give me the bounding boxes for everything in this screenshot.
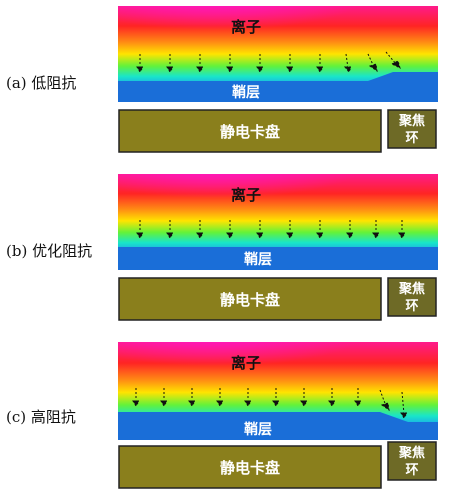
sheath-layer	[118, 247, 438, 270]
chamber-svg: 离子 鞘层 静电卡盘 聚焦 环	[118, 6, 438, 153]
plasma-core	[118, 6, 396, 54]
chuck-label: 静电卡盘	[220, 123, 280, 141]
focus-ring	[387, 109, 437, 149]
chamber-svg: 离子 鞘层 静电卡盘 聚焦 环	[118, 342, 438, 489]
panel-optimized-impedance: (b) 优化阻抗 离子	[0, 168, 450, 328]
chamber-diagram: 离子 鞘层 静电卡盘 聚焦 环	[118, 342, 438, 490]
chuck	[118, 109, 382, 153]
panel-caption: (a) 低阻抗	[6, 74, 77, 92]
focus-ring-label-2: 环	[405, 299, 418, 314]
focus-ring	[387, 441, 437, 481]
focus-ring-label-1: 聚焦	[398, 113, 425, 129]
sheath-label: 鞘层	[244, 421, 272, 438]
panel-caption: (b) 优化阻抗	[6, 242, 93, 260]
sheath-layer	[118, 72, 438, 102]
chuck-label: 静电卡盘	[220, 291, 280, 309]
sheath-layer	[118, 412, 438, 440]
chuck	[118, 277, 382, 321]
focus-ring-label-2: 环	[405, 131, 418, 146]
ion-label: 离子	[231, 354, 261, 372]
chamber-diagram: 离子 鞘层 静电卡盘 聚焦 环	[118, 174, 438, 322]
plasma-core	[118, 174, 396, 222]
sheath-label: 鞘层	[232, 84, 260, 101]
ion-arrows	[136, 51, 401, 73]
panel-high-impedance: (c) 高阻抗 离子	[0, 336, 450, 496]
focus-ring	[387, 277, 437, 317]
ion-label: 离子	[231, 18, 261, 36]
panel-caption: (c) 高阻抗	[6, 408, 76, 426]
chuck	[118, 445, 382, 489]
ion-arrows	[132, 388, 408, 419]
sheath-label: 鞘层	[244, 251, 272, 268]
ion-arrows	[136, 220, 406, 239]
panel-low-impedance: (a) 低阻抗 离子	[0, 0, 450, 160]
chuck-label: 静电卡盘	[220, 459, 280, 477]
focus-ring-label-2: 环	[405, 463, 418, 478]
ion-label: 离子	[231, 186, 261, 204]
focus-ring-label-1: 聚焦	[398, 281, 425, 297]
chamber-diagram: 离子 鞘层 静电卡盘 聚焦 环	[118, 6, 438, 154]
chamber-svg: 离子 鞘层 静电卡盘 聚焦 环	[118, 174, 438, 321]
plasma-core	[118, 342, 396, 390]
focus-ring-label-1: 聚焦	[398, 445, 425, 461]
